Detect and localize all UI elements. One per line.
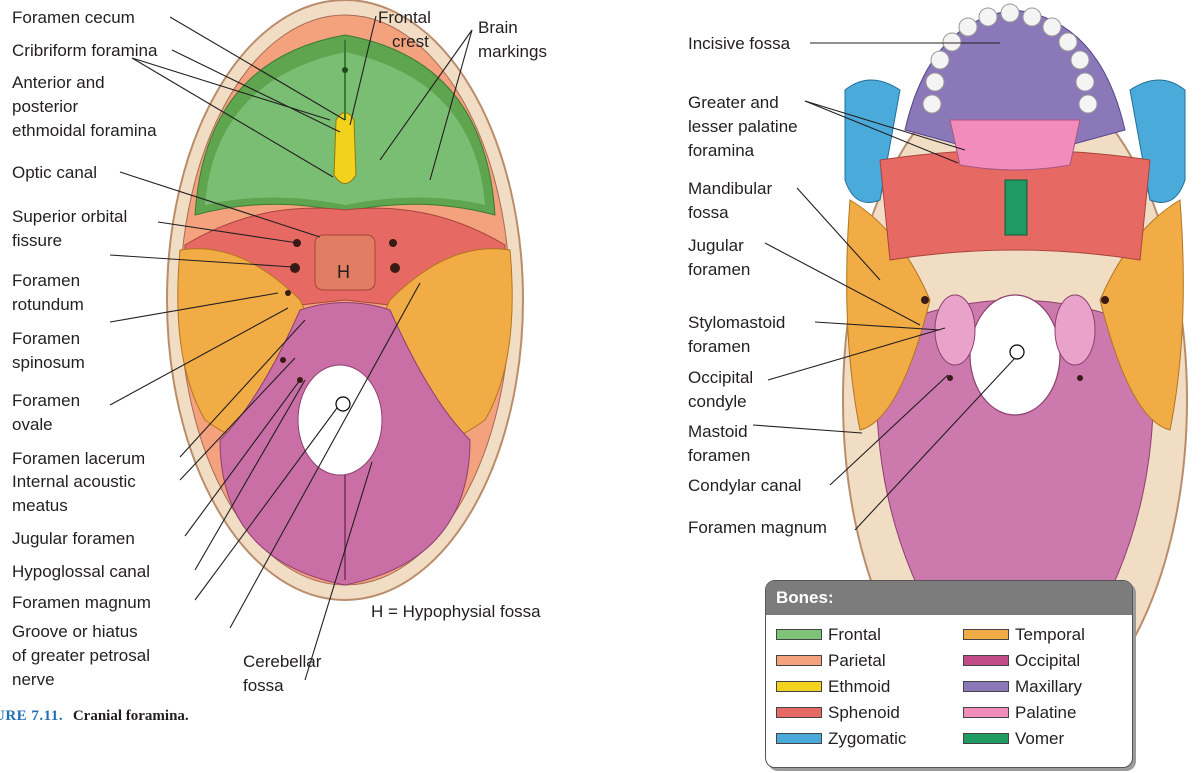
label-cerebellar-line1: Cerebellar bbox=[243, 651, 321, 672]
label-mastoid-line2: foramen bbox=[688, 445, 750, 466]
legend-label: Occipital bbox=[1015, 651, 1080, 670]
label-jugular-right-line2: foramen bbox=[688, 259, 750, 280]
label-occipital-condyle-line2: condyle bbox=[688, 391, 747, 412]
label-foramen-cecum: Foramen cecum bbox=[12, 7, 135, 28]
label-hypophysial-marker: H bbox=[337, 262, 350, 283]
legend-item-ethmoid: Ethmoid bbox=[776, 675, 890, 699]
label-brain-markings-line1: Brain bbox=[478, 17, 518, 38]
label-hypophysial-note: H = Hypophysial fossa bbox=[371, 601, 541, 622]
label-petrosal-line1: Groove or hiatus bbox=[12, 621, 138, 642]
label-cerebellar-line2: fossa bbox=[243, 675, 284, 696]
legend-label: Ethmoid bbox=[828, 677, 890, 696]
label-hypoglossal-canal: Hypoglossal canal bbox=[12, 561, 150, 582]
legend-item-zygomatic: Zygomatic bbox=[776, 727, 906, 751]
legend-swatch bbox=[963, 629, 1009, 640]
figure-caption: URE 7.11. Cranial foramina. bbox=[0, 708, 189, 725]
legend-item-sphenoid: Sphenoid bbox=[776, 701, 900, 725]
label-palatine-line2: lesser palatine bbox=[688, 116, 798, 137]
label-mandibular-line1: Mandibular bbox=[688, 178, 772, 199]
label-foramen-magnum-left: Foramen magnum bbox=[12, 592, 151, 613]
label-ethmoidal-line3: ethmoidal foramina bbox=[12, 120, 157, 141]
label-palatine-line3: foramina bbox=[688, 140, 754, 161]
label-condylar-canal: Condylar canal bbox=[688, 475, 801, 496]
label-foramen-lacerum: Foramen lacerum bbox=[12, 448, 145, 469]
cranial-base-internal-view bbox=[167, 0, 523, 600]
legend-swatch bbox=[776, 655, 822, 666]
legend-swatch bbox=[963, 707, 1009, 718]
legend-item-palatine: Palatine bbox=[963, 701, 1076, 725]
legend-swatch bbox=[963, 733, 1009, 744]
legend-swatch bbox=[776, 629, 822, 640]
legend-label: Vomer bbox=[1015, 729, 1064, 748]
label-occipital-condyle-line1: Occipital bbox=[688, 367, 753, 388]
label-stylomastoid-line2: foramen bbox=[688, 336, 750, 357]
label-ovale-line2: ovale bbox=[12, 414, 53, 435]
label-petrosal-line2: of greater petrosal bbox=[12, 645, 150, 666]
label-superior-orbital-line1: Superior orbital bbox=[12, 206, 127, 227]
label-spinosum-line1: Foramen bbox=[12, 328, 80, 349]
legend-label: Temporal bbox=[1015, 625, 1085, 644]
label-incisive-fossa: Incisive fossa bbox=[688, 33, 790, 54]
legend-item-vomer: Vomer bbox=[963, 727, 1064, 751]
label-acoustic-line1: Internal acoustic bbox=[12, 471, 136, 492]
label-rotundum-line1: Foramen bbox=[12, 270, 80, 291]
legend-swatch bbox=[776, 681, 822, 692]
legend-item-occipital: Occipital bbox=[963, 649, 1080, 673]
bones-legend: Bones: Frontal Parietal Ethmoid Sphenoid… bbox=[765, 580, 1133, 768]
legend-title: Bones: bbox=[766, 581, 1132, 615]
figure-title: Cranial foramina. bbox=[73, 708, 189, 724]
legend-label: Maxillary bbox=[1015, 677, 1082, 696]
label-rotundum-line2: rotundum bbox=[12, 294, 84, 315]
label-superior-orbital-line2: fissure bbox=[12, 230, 62, 251]
legend-item-frontal: Frontal bbox=[776, 623, 881, 647]
label-ovale-line1: Foramen bbox=[12, 390, 80, 411]
legend-item-parietal: Parietal bbox=[776, 649, 886, 673]
label-ethmoidal-line1: Anterior and bbox=[12, 72, 105, 93]
label-mastoid-line1: Mastoid bbox=[688, 421, 748, 442]
legend-label: Frontal bbox=[828, 625, 881, 644]
label-mandibular-line2: fossa bbox=[688, 202, 729, 223]
label-frontal-crest-line1: Frontal bbox=[378, 7, 431, 28]
legend-swatch bbox=[776, 707, 822, 718]
legend-label: Parietal bbox=[828, 651, 886, 670]
label-palatine-line1: Greater and bbox=[688, 92, 779, 113]
label-stylomastoid-line1: Stylomastoid bbox=[688, 312, 785, 333]
legend-swatch bbox=[963, 655, 1009, 666]
label-spinosum-line2: spinosum bbox=[12, 352, 85, 373]
label-ethmoidal-line2: posterior bbox=[12, 96, 78, 117]
label-foramen-magnum-right: Foramen magnum bbox=[688, 517, 827, 538]
label-petrosal-line3: nerve bbox=[12, 669, 55, 690]
label-frontal-crest-line2: crest bbox=[392, 31, 429, 52]
legend-label: Sphenoid bbox=[828, 703, 900, 722]
legend-swatch bbox=[776, 733, 822, 744]
label-brain-markings-line2: markings bbox=[478, 41, 547, 62]
label-acoustic-line2: meatus bbox=[12, 495, 68, 516]
label-jugular-foramen: Jugular foramen bbox=[12, 528, 135, 549]
legend-item-maxillary: Maxillary bbox=[963, 675, 1082, 699]
legend-label: Zygomatic bbox=[828, 729, 906, 748]
label-jugular-right-line1: Jugular bbox=[688, 235, 744, 256]
figure-number: URE 7.11. bbox=[0, 708, 63, 724]
label-optic-canal: Optic canal bbox=[12, 162, 97, 183]
legend-label: Palatine bbox=[1015, 703, 1076, 722]
label-cribriform-foramina: Cribriform foramina bbox=[12, 40, 157, 61]
legend-item-temporal: Temporal bbox=[963, 623, 1085, 647]
legend-swatch bbox=[963, 681, 1009, 692]
